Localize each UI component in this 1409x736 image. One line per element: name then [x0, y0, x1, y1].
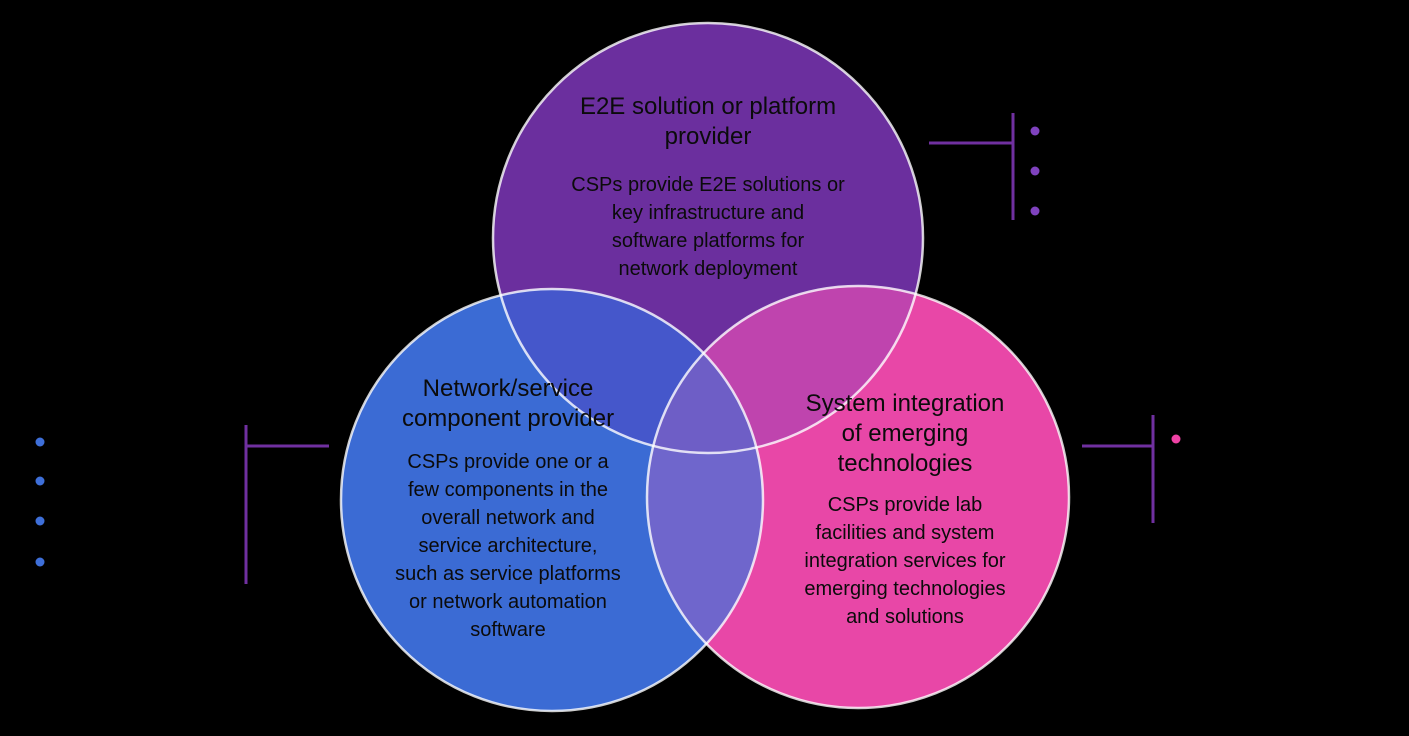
overlap-e2e-network — [493, 289, 763, 453]
circle-outline-system — [645, 284, 1071, 710]
bullet-left-4 — [35, 557, 45, 567]
bullet-left-1 — [35, 437, 45, 447]
bullet-top-right-3 — [1030, 206, 1040, 216]
callout-left — [35, 425, 329, 584]
overlap-e2e-system — [647, 286, 923, 453]
bullet-right-1 — [1171, 434, 1181, 444]
bullet-left-3 — [35, 516, 45, 526]
circle-outline-network — [339, 287, 765, 713]
circle-outline-e2e — [491, 21, 925, 455]
callout-top-right — [929, 113, 1040, 220]
bullet-top-right-2 — [1030, 166, 1040, 176]
bullet-left-2 — [35, 476, 45, 486]
callout-right — [1082, 415, 1181, 523]
bullet-top-right-1 — [1030, 126, 1040, 136]
